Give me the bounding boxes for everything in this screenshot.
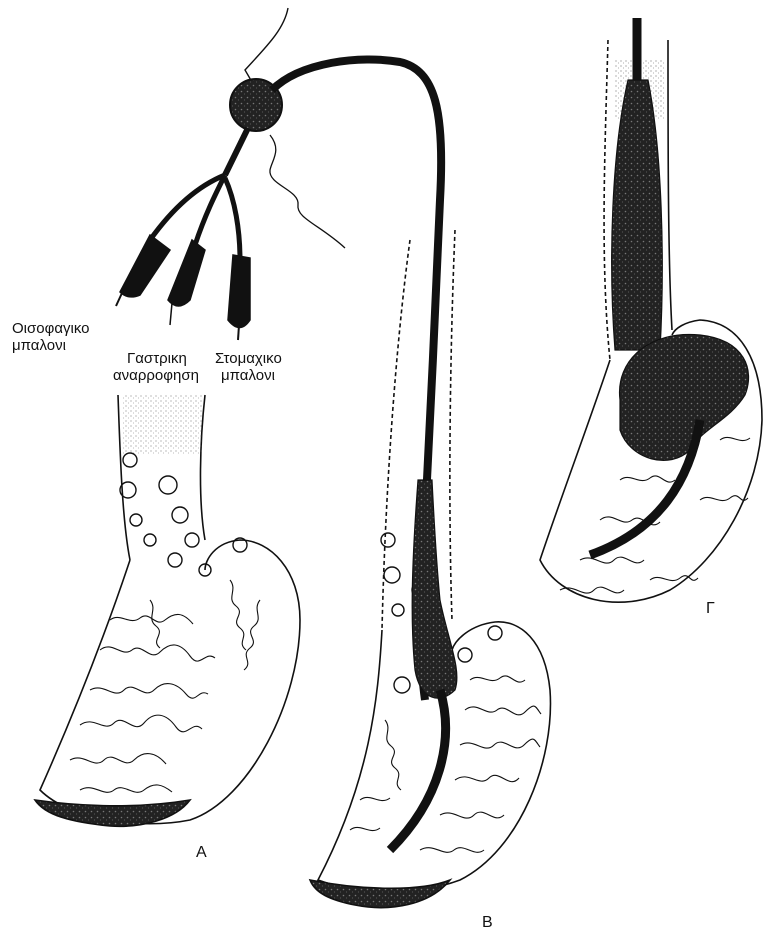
label-esophageal-balloon: Οισοφαγικο μπαλονι	[12, 320, 90, 354]
branch-right	[225, 178, 240, 260]
panel-label-a: A	[196, 844, 207, 862]
label-gastric-aspiration-line2: αναρροφηση	[113, 367, 199, 384]
connector-right	[228, 255, 250, 328]
panel-a-stomach	[35, 395, 300, 826]
guide-wire	[245, 8, 288, 82]
panel-label-c: Γ	[706, 600, 715, 618]
panel-label-b: B	[482, 914, 493, 932]
tube-stem	[225, 128, 248, 175]
esophageal-balloon-c	[612, 80, 663, 350]
blood-pool-a	[35, 800, 190, 826]
connector-left	[120, 235, 170, 297]
inner-tube-b	[390, 690, 446, 850]
panel-c-stomach	[540, 18, 762, 602]
connector-mid	[168, 240, 205, 306]
label-gastric-aspiration: Γαστρικη αναρροφηση	[113, 350, 199, 384]
stomach-outline-a	[40, 540, 300, 824]
label-gastric-aspiration-line1: Γαστρικη	[113, 350, 199, 367]
label-stomach-balloon: Στομαχικο μπαλονι	[215, 350, 282, 384]
branch-mid	[195, 175, 225, 245]
blood-pool-b	[310, 880, 450, 908]
label-stomach-balloon-line1: Στομαχικο	[215, 350, 282, 367]
label-stomach-balloon-line2: μπαλονι	[215, 367, 282, 384]
mouth-outline	[270, 135, 345, 248]
label-esophageal-balloon-line1: Οισοφαγικο	[12, 320, 90, 337]
gastric-balloon-c	[620, 334, 749, 460]
branch-left	[150, 175, 225, 240]
label-esophageal-balloon-line2: μπαλονι	[12, 337, 90, 354]
